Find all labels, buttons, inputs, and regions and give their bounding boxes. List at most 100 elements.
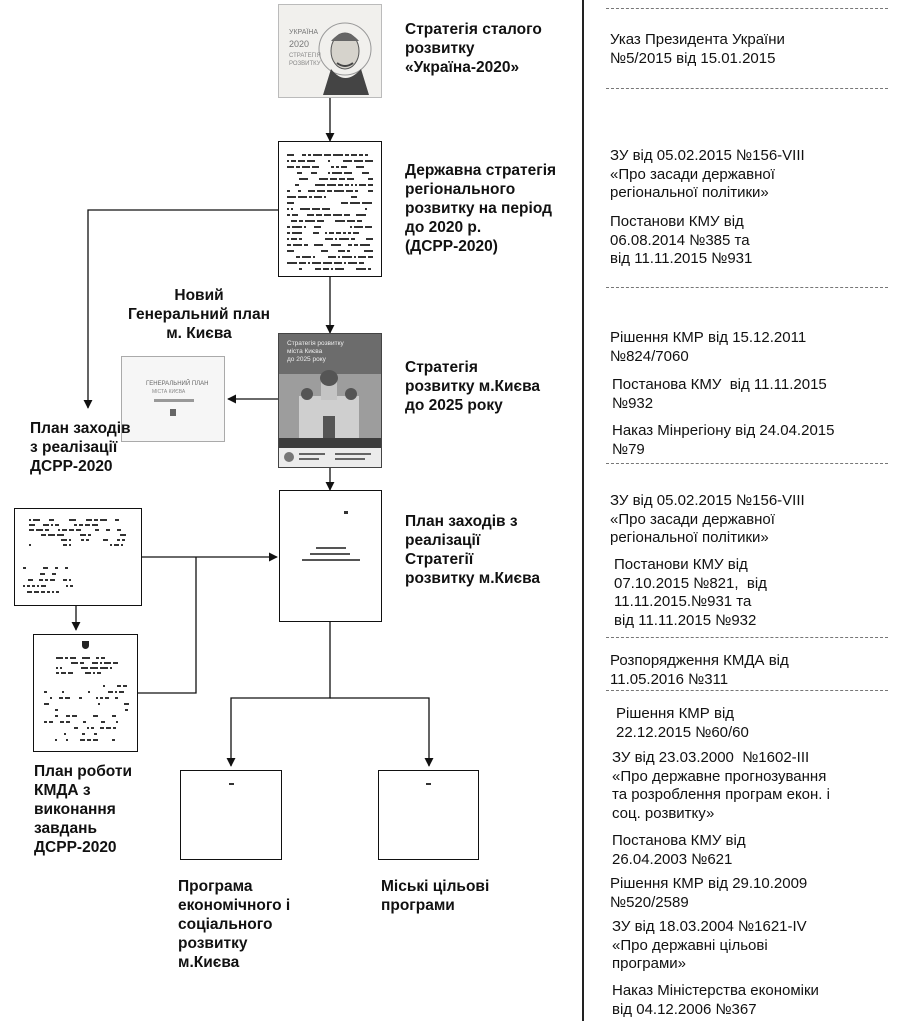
doc-text-dash: [313, 232, 319, 234]
label-kyiv-action-plan: План заходів з реалізації Стратегії розв…: [405, 513, 541, 587]
doc-text-dash: [287, 160, 289, 162]
doc-text-dash: [86, 539, 89, 541]
doc-text-dash: [45, 529, 49, 531]
doc-text-dash: [45, 579, 48, 581]
label-kmda-work-plan: План роботи КМДА з виконання завдань ДСР…: [34, 763, 132, 856]
doc-text-dash: [297, 172, 302, 174]
doc-text-dash: [92, 662, 98, 664]
doc-text-dash: [327, 184, 336, 186]
doc-text-dash: [347, 250, 350, 252]
doc-text-dash: [105, 697, 109, 699]
doc-text-dash: [304, 226, 306, 228]
doc-text-dash: [93, 672, 95, 674]
doc-text-dash: [114, 544, 119, 546]
doc-text-dash: [356, 268, 366, 270]
doc-text-dash: [56, 672, 59, 674]
doc-text-dash: [308, 190, 315, 192]
doc-text-dash: [332, 172, 342, 174]
arrow-action-plan-to-econ: [226, 622, 331, 767]
doc-text-dash: [348, 232, 351, 234]
doc-text-dash: [299, 238, 302, 240]
doc-text-dash: [103, 539, 108, 541]
doc-text-dash: [315, 268, 321, 270]
doc-text-dash: [100, 662, 102, 664]
doc-text-dash: [100, 519, 107, 521]
vertical-separator: [582, 0, 584, 1021]
doc-text-dash: [287, 226, 290, 228]
doc-text-dash: [355, 184, 357, 186]
doc-text-dash: [346, 190, 353, 192]
doc-text-dash: [338, 184, 343, 186]
econ-program-thumbnail: [180, 770, 282, 860]
doc-text-dash: [60, 721, 64, 723]
cathedral-icon: [279, 334, 381, 467]
doc-text-dash: [323, 262, 332, 264]
ap-line-1: [316, 547, 346, 549]
doc-text-dash: [79, 697, 82, 699]
label-state-strategy: Державна стратегія регіонального розвитк…: [405, 162, 557, 255]
doc-text-dash: [33, 519, 40, 521]
doc-text-dash: [305, 220, 315, 222]
doc-text-dash: [117, 539, 120, 541]
doc-text-dash: [324, 196, 326, 198]
label-dsrr-action-plan: План заходів з реалізації ДСРР-2020: [30, 420, 131, 475]
doc-text-dash: [74, 727, 78, 729]
doc-text-dash: [302, 166, 310, 168]
doc-text-dash: [69, 519, 76, 521]
doc-text-dash: [291, 238, 297, 240]
doc-text-dash: [41, 585, 46, 587]
doc-text-dash: [313, 256, 315, 258]
doc-text-dash: [328, 160, 330, 162]
doc-text-dash: [291, 208, 293, 210]
doc-text-dash: [91, 727, 94, 729]
doc-text-dash: [359, 154, 363, 156]
doc-text-dash: [299, 268, 302, 270]
cover-title-2: міста Києва: [287, 348, 323, 355]
doc-text-dash: [70, 657, 76, 659]
doc-text-dash: [344, 262, 346, 264]
city-programs-thumbnail: [378, 770, 479, 860]
doc-text-dash: [287, 154, 294, 156]
doc-text-dash: [327, 190, 332, 192]
doc-text-dash: [113, 662, 118, 664]
doc-text-dash: [358, 256, 366, 258]
doc-text-dash: [321, 250, 328, 252]
ap-line-2: [310, 553, 350, 555]
doc-text-dash: [47, 591, 50, 593]
doc-text-dash: [328, 172, 330, 174]
doc-text-dash: [364, 250, 373, 252]
doc-text-dash: [119, 691, 124, 693]
doc-text-dash: [120, 534, 126, 536]
doc-text-dash: [347, 220, 355, 222]
doc-text-dash: [51, 524, 53, 526]
doc-text-dash: [338, 256, 340, 258]
ref-minregion-79: Наказ Мінрегіону від 24.04.2015 №79: [612, 422, 835, 458]
doc-text-dash: [52, 573, 56, 575]
doc-text-dash: [113, 727, 116, 729]
doc-text-dash: [348, 244, 352, 246]
doc-text-dash: [80, 662, 84, 664]
doc-text-dash: [110, 667, 112, 669]
doc-text-dash: [336, 232, 341, 234]
doc-text-dash: [55, 715, 58, 717]
doc-text-dash: [100, 667, 108, 669]
doc-text-dash: [29, 519, 31, 521]
doc-text-dash: [292, 214, 298, 216]
doc-text-dash: [117, 529, 121, 531]
ref-kmu-385-931: Постанови КМУ від 06.08.2014 №385 та від…: [610, 213, 753, 267]
ap-line-3: [302, 559, 360, 561]
doc-text-dash: [287, 232, 290, 234]
doc-text-dash: [95, 529, 99, 531]
doc-text-dash: [309, 196, 312, 198]
doc-text-dash: [63, 544, 67, 546]
doc-text-dash: [312, 208, 320, 210]
doc-text-dash: [299, 262, 306, 264]
doc-text-dash: [307, 160, 315, 162]
doc-text-dash: [365, 160, 373, 162]
doc-text-dash: [64, 733, 66, 735]
doc-text-dash: [56, 657, 63, 659]
doc-text-dash: [86, 519, 92, 521]
doc-text-dash: [366, 238, 373, 240]
label-strategy-ukraine: Стратегія сталого розвитку «Україна-2020…: [405, 21, 542, 76]
doc-text-dash: [101, 721, 105, 723]
